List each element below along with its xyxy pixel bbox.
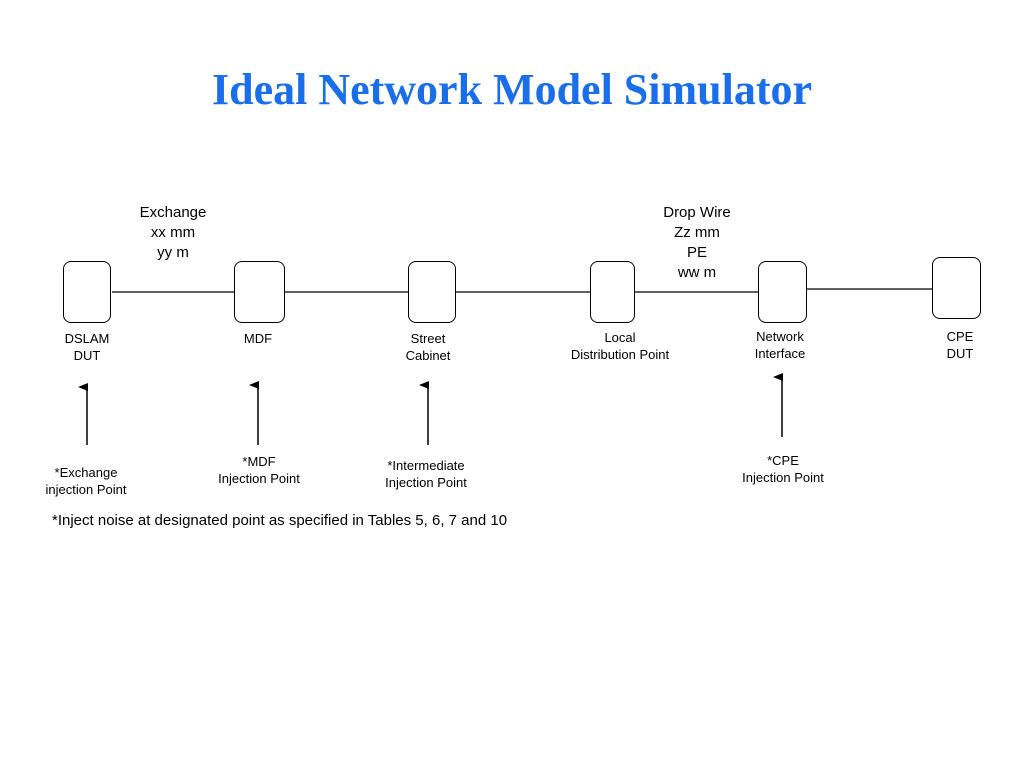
injection-label-intermediate: *Intermediate Injection Point xyxy=(385,458,467,490)
node-label-network-interface: Network Interface xyxy=(754,329,806,361)
node-mdf xyxy=(234,261,285,323)
footnote: *Inject noise at designated point as spe… xyxy=(52,512,508,529)
node-label-local-distribution-point: Local Distribution Point xyxy=(570,330,670,362)
node-local-distribution-point xyxy=(590,261,635,323)
injection-label-cpe: *CPE Injection Point xyxy=(742,453,824,485)
node-cpe xyxy=(932,257,981,319)
node-label-street-cabinet: Street Cabinet xyxy=(405,331,451,363)
node-street-cabinet xyxy=(408,261,456,323)
injection-label-mdf: *MDF Injection Point xyxy=(218,454,300,486)
node-label-dslam: DSLAM DUT xyxy=(64,331,110,363)
node-network-interface xyxy=(758,261,807,323)
injection-label-exchange: *Exchange injection Point xyxy=(45,465,127,497)
page-title: Ideal Network Model Simulator xyxy=(211,65,813,114)
segment-exchange-label: Exchange xx mm yy m xyxy=(139,204,207,261)
node-dslam xyxy=(63,261,111,323)
node-label-mdf: MDF xyxy=(243,331,273,346)
node-label-cpe: CPE DUT xyxy=(946,329,974,361)
segment-drop-wire-label: Drop Wire Zz mm PE ww m xyxy=(663,204,731,281)
